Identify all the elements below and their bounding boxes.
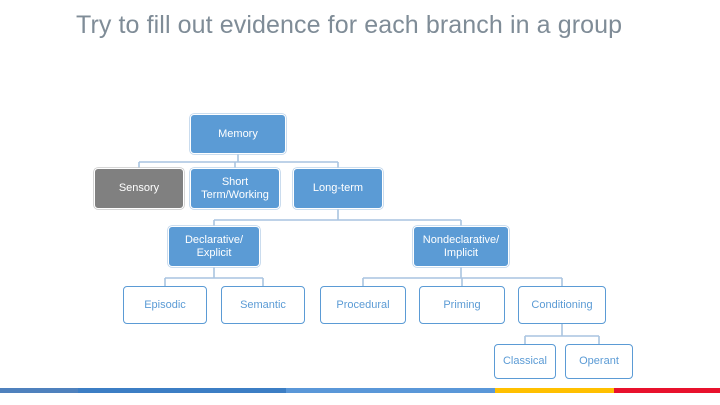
node-priming[interactable]: Priming (419, 286, 505, 324)
page-title: Try to fill out evidence for each branch… (76, 11, 623, 39)
node-long-term-label: Long-term (312, 182, 364, 195)
node-declarative-label: Declarative/ Explicit (184, 234, 244, 259)
bar-segment-1 (0, 388, 78, 393)
node-memory[interactable]: Memory (190, 114, 286, 154)
bar-segment-4 (495, 388, 614, 393)
node-procedural[interactable]: Procedural (320, 286, 406, 324)
node-declarative[interactable]: Declarative/ Explicit (168, 226, 260, 267)
node-semantic[interactable]: Semantic (221, 286, 305, 324)
node-priming-label: Priming (443, 298, 481, 311)
node-episodic[interactable]: Episodic (123, 286, 207, 324)
node-operant-label: Operant (579, 355, 619, 368)
node-procedural-label: Procedural (336, 298, 390, 311)
node-nondeclarative-label: Nondeclarative/ Implicit (422, 234, 500, 259)
bar-segment-2 (78, 388, 286, 393)
node-sensory-label: Sensory (118, 182, 160, 195)
node-classical-label: Classical (502, 355, 547, 368)
node-conditioning-label: Conditioning (531, 298, 593, 311)
node-memory-label: Memory (218, 127, 258, 140)
bar-segment-3 (286, 388, 495, 393)
connector-lines (138, 154, 600, 344)
node-operant[interactable]: Operant (565, 344, 633, 379)
node-conditioning[interactable]: Conditioning (518, 286, 606, 324)
node-sensory[interactable]: Sensory (94, 168, 184, 209)
node-short-term-label: Short Term/Working (201, 176, 269, 201)
bar-segment-5 (614, 388, 720, 393)
node-episodic-label: Episodic (144, 298, 186, 311)
node-short-term[interactable]: Short Term/Working (190, 168, 280, 209)
node-nondeclarative[interactable]: Nondeclarative/ Implicit (413, 226, 509, 267)
bottom-accent-bar (0, 388, 720, 393)
memory-hierarchy-diagram: Memory Sensory Short Term/Working Long-t… (0, 100, 720, 390)
node-long-term[interactable]: Long-term (293, 168, 383, 209)
node-semantic-label: Semantic (240, 298, 286, 311)
node-classical[interactable]: Classical (494, 344, 556, 379)
